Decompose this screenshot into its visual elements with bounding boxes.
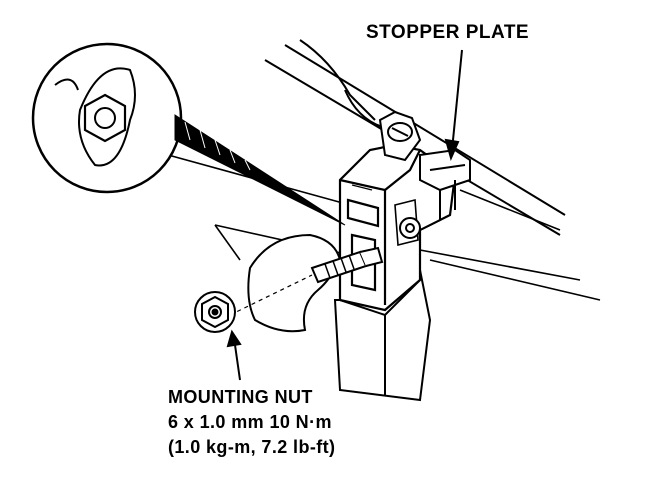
mounting-nut-name: MOUNTING NUT	[168, 387, 313, 407]
mounting-nut-torque: (1.0 kg-m, 7.2 lb-ft)	[168, 437, 336, 457]
stopper-plate-label: STOPPER PLATE	[366, 22, 530, 43]
threaded-stud	[310, 246, 384, 284]
inset-leader-beam	[174, 114, 346, 226]
side-bolt	[399, 217, 421, 239]
latch-housing	[338, 143, 457, 312]
inset-leader-hatch	[184, 121, 251, 171]
stopper-plate-arrow	[444, 49, 463, 161]
mounting-nut	[194, 291, 236, 333]
mounting-nut-arrow	[226, 329, 242, 381]
latch-top-knob	[378, 110, 422, 162]
mounting-nut-spec: 6 x 1.0 mm 10 N·m	[168, 412, 332, 432]
mounting-nut-label: MOUNTING NUT 6 x 1.0 mm 10 N·m (1.0 kg-m…	[168, 385, 335, 460]
cable-boot	[247, 233, 342, 333]
detail-inset	[31, 42, 183, 194]
